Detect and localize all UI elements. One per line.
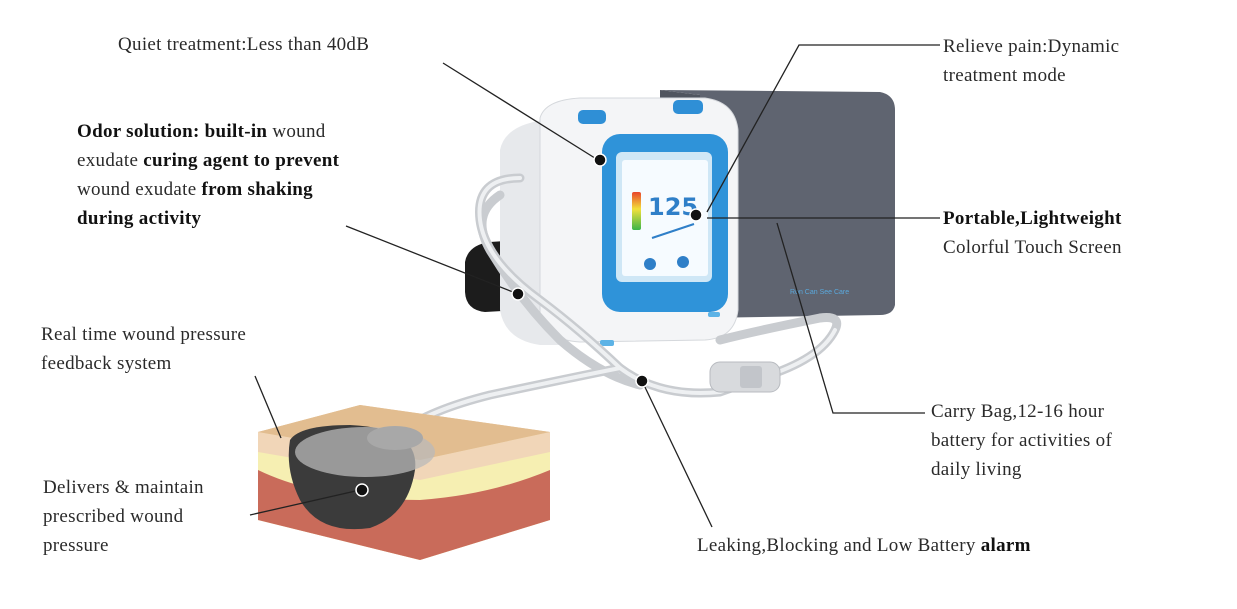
odor-l3-bold: from shaking: [201, 179, 313, 200]
callout-delivers-line-1: Delivers & maintain: [43, 477, 204, 498]
callout-delivers-line-3: pressure: [43, 535, 109, 556]
callout-realtime-line-2: feedback system: [41, 353, 172, 374]
callout-realtime-line-1: Real time wound pressure: [41, 324, 247, 345]
callout-portable: Portable,Lightweight Colorful Touch Scre…: [943, 204, 1122, 262]
callout-realtime: Real time wound pressure feedback system: [41, 320, 246, 378]
odor-l2-bold: curing agent to prevent: [143, 150, 340, 171]
device-body: 125: [500, 97, 739, 346]
callout-carry-line-2: battery for activities of: [931, 430, 1113, 451]
callout-portable-line-1: Portable,Lightweight: [943, 208, 1122, 229]
callout-dots: [355, 153, 703, 497]
callout-relieve-line-1: Relieve pain:Dynamic: [943, 36, 1120, 57]
odor-l1-reg: wound: [267, 121, 326, 142]
callout-portable-line-2: Colorful Touch Screen: [943, 237, 1122, 258]
callout-odor: Odor solution: built-in wound exudate cu…: [77, 117, 339, 233]
callout-delivers: Delivers & maintain prescribed wound pre…: [43, 473, 204, 560]
device-button-left: [578, 110, 606, 124]
odor-l4-bold: during activity: [77, 208, 202, 229]
pressure-gauge: [632, 192, 641, 230]
callout-relieve-line-2: treatment mode: [943, 65, 1066, 86]
callout-carry-line-3: daily living: [931, 459, 1022, 480]
odor-l2-reg: exudate: [77, 150, 144, 171]
pause-icon: [644, 258, 656, 270]
callout-alarm: Leaking,Blocking and Low Battery alarm: [697, 531, 1031, 560]
lock-icon: [677, 256, 689, 268]
leader-lines: [249, 44, 940, 528]
callout-quiet-text: Quiet treatment:Less than 40dB: [118, 34, 370, 55]
tube-connector: [709, 361, 781, 393]
callout-carry-line-1: Carry Bag,12-16 hour: [931, 401, 1105, 422]
alarm-bold: alarm: [980, 535, 1031, 556]
bag-brand-text: Ron Can See Care: [790, 289, 849, 296]
callout-carry: Carry Bag,12-16 hour battery for activit…: [931, 397, 1112, 484]
skin-block: [258, 405, 550, 560]
odor-l3-reg: wound exudate: [77, 179, 202, 200]
callout-quiet: Quiet treatment:Less than 40dB: [118, 30, 369, 59]
callout-relieve: Relieve pain:Dynamic treatment mode: [943, 32, 1119, 90]
alarm-reg: Leaking,Blocking and Low Battery: [697, 535, 981, 556]
device-button-right: [673, 100, 703, 114]
odor-l1-bold: Odor solution: built-in: [77, 121, 268, 142]
callout-delivers-line-2: prescribed wound: [43, 506, 184, 527]
